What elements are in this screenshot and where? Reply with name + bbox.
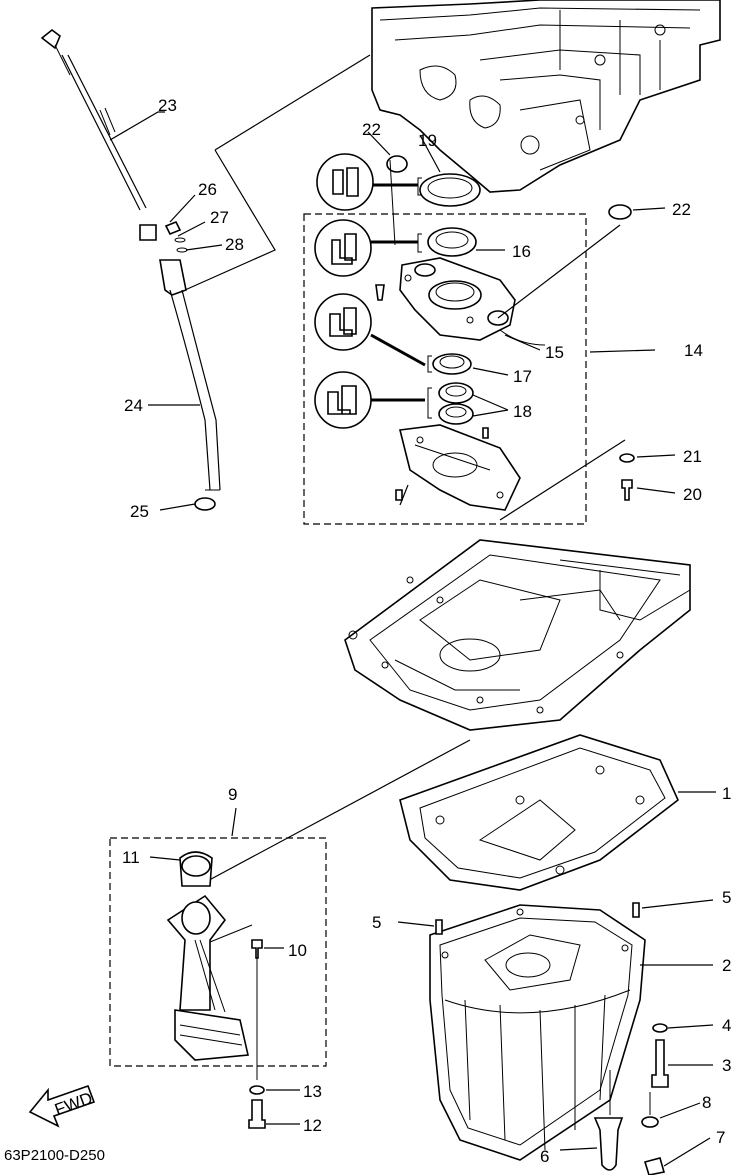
callout-8: 8 — [702, 1093, 711, 1112]
washer-4 — [652, 1023, 668, 1033]
housing-14-illustration — [375, 257, 546, 346]
callout-2: 2 — [722, 956, 731, 975]
group-14-box — [303, 213, 587, 525]
bolt-12 — [248, 1099, 266, 1129]
group-9-box — [109, 837, 327, 1067]
gasket-8 — [641, 1116, 659, 1128]
dowel-pin-right — [632, 902, 640, 918]
callout-24: 24 — [124, 396, 143, 415]
fwd-label: FWD — [52, 1088, 95, 1119]
diagram-code: 63P2100-D250 — [4, 1147, 105, 1164]
callout-27: 27 — [210, 208, 229, 227]
callout-26: 26 — [198, 180, 217, 199]
dipstick-assembly — [40, 28, 221, 511]
oil-pan-2 — [429, 904, 646, 1161]
callout-15: 15 — [545, 343, 564, 362]
callout-9: 9 — [228, 785, 237, 804]
bolt-3 — [651, 1039, 669, 1088]
callout-13: 13 — [303, 1082, 322, 1101]
seal-lip-icon — [314, 293, 372, 351]
callout-5-left: 5 — [372, 913, 381, 932]
bolt-20 — [621, 479, 633, 501]
callout-20: 20 — [683, 485, 702, 504]
oil-strainer-illustration — [166, 851, 249, 1061]
callout-12: 12 — [303, 1116, 322, 1135]
double-seal-lip-icon — [314, 371, 372, 429]
callout-3: 3 — [722, 1056, 731, 1075]
callout-19: 19 — [418, 131, 437, 150]
callout-16: 16 — [512, 242, 531, 261]
callout-14: 14 — [684, 341, 703, 360]
plug-6 — [593, 1117, 624, 1171]
callout-11: 11 — [122, 848, 140, 867]
callout-22-left: 22 — [362, 120, 381, 139]
callout-25: 25 — [130, 502, 149, 521]
callout-6: 6 — [540, 1147, 549, 1166]
callout-4: 4 — [722, 1016, 731, 1035]
engine-block-illustration — [371, 0, 721, 193]
callout-7: 7 — [716, 1128, 725, 1147]
seal-lip-icon — [314, 219, 372, 277]
callout-21: 21 — [683, 447, 702, 466]
lower-cover-illustration — [395, 424, 521, 511]
callout-22-right: 22 — [672, 200, 691, 219]
washer-13 — [249, 1085, 265, 1095]
callout-17: 17 — [513, 367, 532, 386]
dowel-pin-left — [435, 919, 443, 935]
drain-screw-7 — [643, 1157, 666, 1175]
callout-5-right: 5 — [722, 888, 731, 907]
oil-seal-17 — [432, 353, 472, 375]
gasket-1 — [399, 734, 679, 891]
callout-1: 1 — [722, 784, 731, 803]
bolt-10 — [251, 939, 263, 959]
callout-10: 10 — [288, 941, 307, 960]
exhaust-guide-illustration — [344, 539, 691, 731]
washer-21 — [619, 453, 635, 463]
callout-18: 18 — [513, 402, 532, 421]
seal-lip-icon — [316, 153, 374, 211]
callout-23: 23 — [158, 96, 177, 115]
oil-seal-19 — [419, 173, 481, 207]
callout-28: 28 — [225, 235, 244, 254]
fwd-arrow-icon — [28, 1084, 96, 1128]
